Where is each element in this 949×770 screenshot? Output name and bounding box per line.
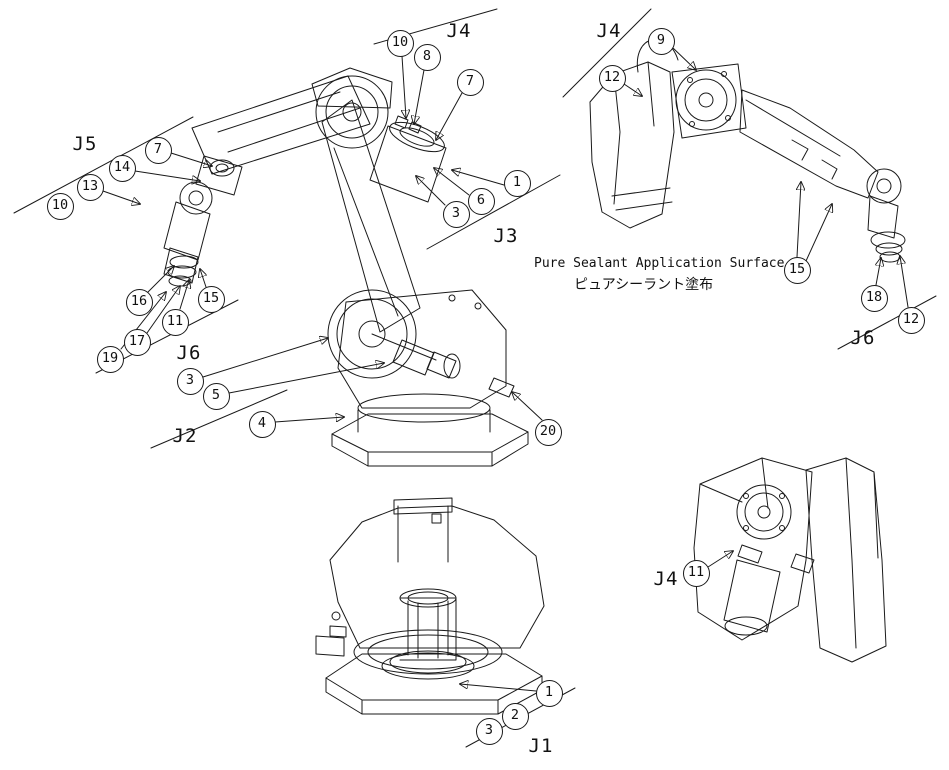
group-line-j6-right [837, 295, 937, 350]
leader-line [900, 256, 909, 308]
callout-balloon-j4-top-10: 10 [386, 29, 414, 57]
callout-balloon-j6-left-11: 11 [161, 308, 189, 336]
leader-line [200, 269, 206, 288]
axis-label-j4-bottom-right: J4 [653, 568, 679, 590]
callout-balloon-j4-bottom-11: 11 [682, 559, 710, 587]
callout-balloon-j3-6: 6 [467, 187, 495, 215]
callout-balloon-j4-right-12: 12 [598, 64, 626, 92]
callout-balloon-j6-left-17: 17 [123, 328, 151, 356]
callout-balloon-j6-left-16: 16 [125, 288, 153, 316]
callout-balloon-j1-1: 1 [535, 679, 563, 707]
leader-line [805, 204, 832, 262]
axis-label-j3: J3 [493, 225, 519, 247]
callout-balloon-j1-3: 3 [475, 717, 503, 745]
axis-label-j2: J2 [172, 425, 198, 447]
leader-line [147, 266, 174, 293]
callout-balloon-j5-10: 10 [46, 192, 74, 220]
callout-balloon-j6-left-15: 15 [197, 285, 225, 313]
callout-balloon-j6-right-18: 18 [860, 284, 888, 312]
leader-line [179, 280, 189, 310]
leader-line [414, 69, 425, 124]
axis-label-j4-top-left: J4 [446, 20, 472, 42]
callout-balloon-base-20: 20 [534, 418, 562, 446]
axis-label-j6-right: J6 [850, 327, 876, 349]
leader-line [436, 92, 463, 140]
callout-balloon-j4-top-7: 7 [456, 68, 484, 96]
axis-label-j6-left: J6 [176, 342, 202, 364]
leader-line [274, 417, 344, 423]
leader-line [707, 551, 733, 568]
axis-label-j4-top-right: J4 [596, 20, 622, 42]
callout-balloon-j4-right-9: 9 [647, 27, 675, 55]
sealant-note-jp: ピュアシーラント塗布 [574, 277, 714, 293]
callout-balloon-sealant-15: 15 [783, 256, 811, 284]
axis-label-j5: J5 [72, 133, 98, 155]
axis-label-j1: J1 [528, 735, 554, 757]
main-robot-view [163, 67, 529, 467]
leader-line [202, 338, 328, 378]
callout-balloon-j6-right-12: 12 [897, 306, 925, 334]
group-line-j2 [150, 389, 288, 449]
leader-line [402, 55, 406, 118]
callout-balloon-j1-2: 2 [501, 702, 529, 730]
leader-line [134, 170, 200, 181]
leader-line [623, 83, 642, 96]
callout-balloon-j5-14: 14 [108, 154, 136, 182]
callout-lines-layer [13, 8, 937, 748]
group-line-j3 [426, 174, 561, 250]
wrist-detail-view [693, 457, 887, 663]
base-detail-view [315, 497, 545, 715]
leader-line [102, 190, 140, 204]
leader-line [672, 47, 696, 70]
sealant-note-en: Pure Sealant Application Surface [534, 256, 785, 271]
forearm-detail-view [589, 38, 906, 263]
callout-balloon-j3-1: 1 [503, 169, 531, 197]
group-line-j4-right [562, 8, 652, 98]
leader-line [512, 392, 543, 421]
leader-line [228, 363, 384, 394]
sealant-note: Pure Sealant Application Surface ピュアシーラン… [534, 256, 784, 294]
callout-balloon-j2-4: 4 [248, 410, 276, 438]
callout-balloon-j2-3: 3 [176, 367, 204, 395]
leader-line [876, 258, 881, 286]
callout-balloon-j5-13: 13 [76, 173, 104, 201]
leader-line [416, 176, 446, 206]
leader-line [460, 684, 537, 692]
leader-line [170, 152, 212, 166]
callout-balloon-j4-top-8: 8 [413, 43, 441, 71]
leader-line [434, 168, 470, 196]
group-line-j5 [13, 116, 194, 214]
callout-balloon-j6-left-19: 19 [96, 345, 124, 373]
leader-line [146, 286, 180, 334]
callout-balloon-j5-7: 7 [144, 136, 172, 164]
leader-line [452, 170, 505, 186]
callout-balloon-j2-5: 5 [202, 382, 230, 410]
callout-balloon-j3-3: 3 [442, 200, 470, 228]
leader-line [797, 182, 801, 258]
